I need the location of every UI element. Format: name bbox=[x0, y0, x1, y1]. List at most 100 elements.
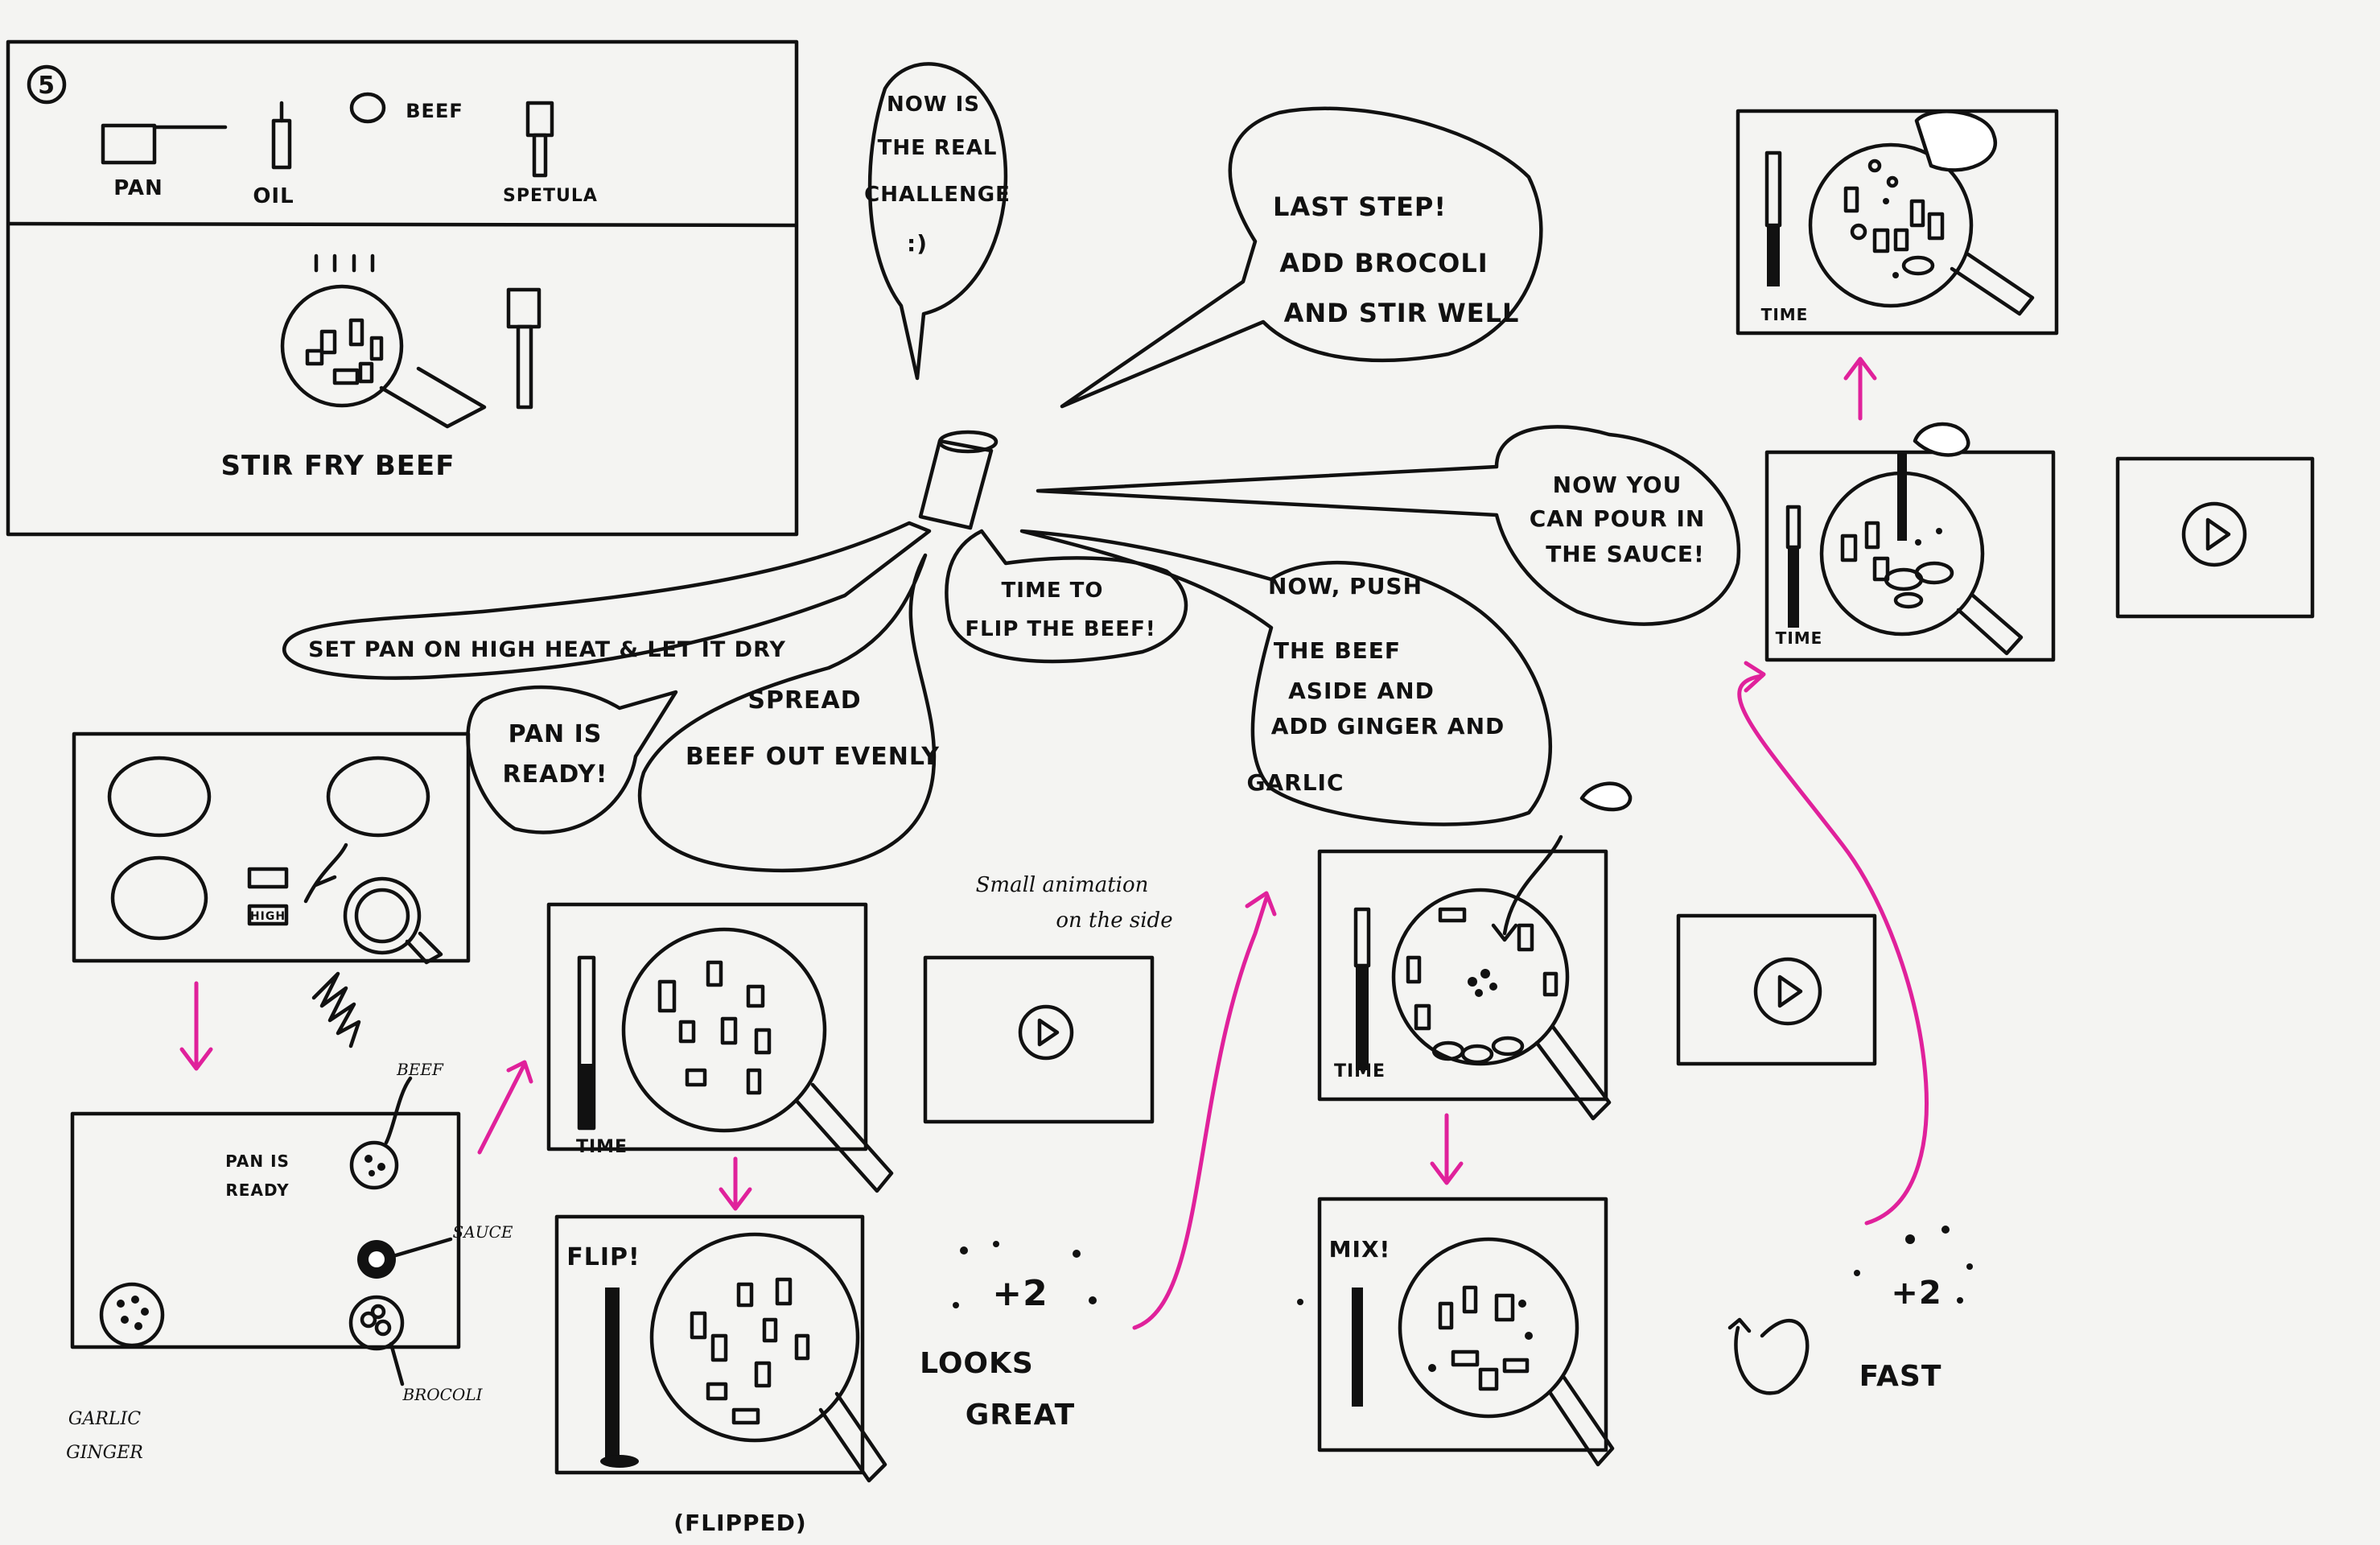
svg-text:AND STIR WELL: AND STIR WELL bbox=[1284, 298, 1520, 328]
video-preview-3 bbox=[2115, 456, 2315, 619]
hand-icon bbox=[303, 843, 348, 904]
time-bar-full bbox=[605, 1288, 620, 1460]
beef-icon bbox=[349, 92, 386, 124]
bubble-push-beef: NOW, PUSH THE BEEF ASIDE AND ADD GINGER … bbox=[1019, 529, 1552, 826]
bubble-spread-beef: SPREAD BEEF OUT EVENLY bbox=[637, 553, 940, 873]
play-icon[interactable] bbox=[1037, 1018, 1060, 1047]
smiley-face: :) bbox=[907, 230, 928, 257]
svg-text:SET PAN ON HIGH HEAT & LET IT: SET PAN ON HIGH HEAT & LET IT DRY bbox=[308, 637, 786, 662]
bubble-last-step: LAST STEP! ADD BROCOLI AND STIR WELL bbox=[1060, 106, 1543, 409]
spatula-icon bbox=[525, 101, 554, 178]
oil-label: OIL bbox=[253, 184, 294, 208]
svg-text:TIME: TIME bbox=[576, 1137, 628, 1157]
burner-icon bbox=[110, 855, 208, 941]
svg-text:FLIP THE BEEF!: FLIP THE BEEF! bbox=[965, 617, 1155, 641]
svg-text:NOW YOU: NOW YOU bbox=[1553, 472, 1682, 498]
frying-pan-icon bbox=[649, 1232, 887, 1483]
bubble-high-heat: SET PAN ON HIGH HEAT & LET IT DRY bbox=[282, 521, 932, 680]
score-plus: +2 bbox=[1891, 1275, 1941, 1312]
step-number: 5 bbox=[38, 72, 56, 100]
svg-text:TIME TO: TIME TO bbox=[1002, 579, 1104, 603]
score-popup-1: +2 LOOKS GREAT bbox=[920, 1241, 1097, 1432]
chef-character-icon bbox=[918, 430, 999, 530]
svg-text:HIGH: HIGH bbox=[250, 910, 286, 923]
svg-text:LOOKS: LOOKS bbox=[920, 1347, 1034, 1380]
svg-text:NOW, PUSH: NOW, PUSH bbox=[1268, 573, 1423, 599]
time-bar-full bbox=[1352, 1288, 1363, 1407]
screen-pour-sauce: TIME bbox=[1764, 450, 2056, 662]
svg-text:GARLIC: GARLIC bbox=[68, 1409, 141, 1429]
play-icon[interactable] bbox=[2205, 517, 2231, 551]
screen-mix: MIX! bbox=[1317, 1197, 1615, 1467]
pour-arrow bbox=[1502, 834, 1563, 936]
svg-text:BEEF OUT EVENLY: BEEF OUT EVENLY bbox=[686, 743, 940, 771]
frying-pan-icon bbox=[1391, 888, 1612, 1121]
sauce-stream bbox=[1897, 452, 1907, 541]
mix-title: MIX! bbox=[1329, 1236, 1391, 1263]
play-icon[interactable] bbox=[1777, 974, 1803, 1008]
bubble-flip-time: TIME TO FLIP THE BEEF! bbox=[945, 529, 1188, 664]
flip-title: FLIP! bbox=[566, 1243, 640, 1271]
svg-text:READY!: READY! bbox=[503, 760, 608, 789]
svg-text:ADD GINGER AND: ADD GINGER AND bbox=[1271, 713, 1505, 740]
svg-text:GARLIC: GARLIC bbox=[1246, 769, 1344, 796]
screen-stove: HIGH bbox=[72, 731, 471, 965]
svg-text:READY: READY bbox=[225, 1180, 289, 1200]
scribble-mark bbox=[311, 971, 361, 1049]
svg-text:ASIDE AND: ASIDE AND bbox=[1288, 678, 1435, 704]
fast-label: FAST bbox=[1859, 1360, 1942, 1393]
svg-text:CAN POUR IN: CAN POUR IN bbox=[1530, 505, 1706, 532]
stir-fry-caption: STIR FRY BEEF bbox=[221, 450, 455, 482]
svg-text:PAN IS: PAN IS bbox=[509, 720, 603, 748]
video-preview-2 bbox=[1676, 913, 1877, 1066]
svg-text:TIME: TIME bbox=[1761, 305, 1809, 324]
svg-text:GREAT: GREAT bbox=[966, 1399, 1075, 1432]
pan-label: PAN bbox=[113, 176, 163, 200]
svg-text:THE REAL: THE REAL bbox=[878, 136, 998, 160]
sauce-label: SAUCE bbox=[453, 1222, 513, 1242]
step-number-circle bbox=[27, 64, 67, 105]
garlic-ginger-bowl-icon bbox=[99, 1282, 165, 1348]
frying-pan-icon bbox=[280, 284, 487, 429]
flow-arrows bbox=[179, 356, 1929, 1330]
svg-text:NOW IS: NOW IS bbox=[887, 93, 980, 117]
bowl-icon bbox=[1579, 781, 1633, 812]
screen-add-ginger-garlic: TIME bbox=[1317, 834, 1612, 1121]
burner-icon bbox=[107, 756, 212, 838]
svg-text:SPREAD: SPREAD bbox=[747, 686, 861, 715]
svg-text:CHALLENGE: CHALLENGE bbox=[864, 183, 1011, 207]
time-bar bbox=[1356, 966, 1369, 1070]
time-bar bbox=[1767, 225, 1780, 286]
burner-icon bbox=[326, 756, 430, 838]
svg-text:PAN IS: PAN IS bbox=[225, 1152, 290, 1171]
pan-icon bbox=[101, 123, 228, 165]
screen-ingredients: BEEF PAN IS READY SAUCE GARLIC GINGER BR… bbox=[66, 1060, 513, 1463]
beef-label: BEEF bbox=[406, 100, 463, 122]
svg-text:GINGER: GINGER bbox=[66, 1443, 143, 1463]
svg-text:THE SAUCE!: THE SAUCE! bbox=[1546, 541, 1705, 567]
frying-pan-icon bbox=[1398, 1237, 1615, 1467]
time-bar bbox=[1788, 547, 1799, 628]
heat-high-toggle bbox=[247, 904, 289, 926]
beef-bowl-icon bbox=[349, 1140, 399, 1190]
beef-label: BEEF bbox=[396, 1060, 444, 1079]
brocoli-bowl-icon bbox=[1914, 109, 1997, 172]
spatula-label: SPETULA bbox=[503, 186, 598, 206]
svg-text:TIME: TIME bbox=[1776, 628, 1823, 648]
screen-flip: FLIP! bbox=[554, 1214, 887, 1483]
score-plus: +2 bbox=[992, 1273, 1048, 1314]
svg-text:LAST STEP!: LAST STEP! bbox=[1273, 192, 1447, 222]
bubble-pan-ready: PAN IS READY! bbox=[466, 685, 678, 834]
frying-pan-icon bbox=[1819, 471, 2024, 656]
bubble-pour-sauce: NOW YOU CAN POUR IN THE SAUCE! bbox=[1036, 425, 1741, 626]
oil-bottle-icon bbox=[271, 101, 292, 170]
steam-lines bbox=[314, 253, 375, 273]
panel-step-5: 5 PAN OIL BEEF SPETULA bbox=[6, 39, 799, 537]
side-note: Small animation bbox=[976, 873, 1149, 897]
bubble-challenge: NOW IS THE REAL CHALLENGE :) bbox=[864, 62, 1011, 381]
spatula-large-icon bbox=[506, 287, 541, 410]
rotate-icon bbox=[1727, 1317, 1810, 1395]
score-popup-2: +2 FAST bbox=[1854, 1226, 1973, 1393]
pan-on-burner-icon bbox=[343, 876, 443, 965]
